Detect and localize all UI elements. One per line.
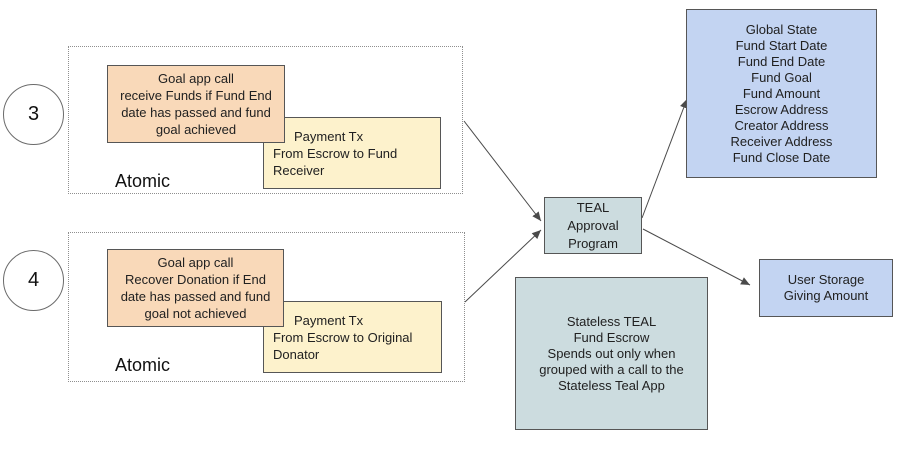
payment-tx-text-3: Payment Tx From Escrow to Fund Receiver xyxy=(273,128,398,178)
atomic-label-3: Atomic xyxy=(115,171,171,191)
step-badge-4-number: 4 xyxy=(27,269,40,291)
stateless-escrow-text: Stateless TEAL Fund Escrow Spends out on… xyxy=(539,313,684,393)
atomic-group-3 xyxy=(68,46,463,194)
step-badge-3: 3 xyxy=(3,84,64,145)
user-storage-text: User Storage Giving Amount xyxy=(783,272,869,303)
user-storage-box: User Storage Giving Amount xyxy=(759,259,893,317)
global-state-text: Global State Fund Start Date Fund End Da… xyxy=(730,21,833,165)
stateless-escrow-box: Stateless TEAL Fund Escrow Spends out on… xyxy=(515,277,708,430)
goal-app-call-text-4: Goal app call Recover Donation if End da… xyxy=(120,255,271,321)
global-state-box: Global State Fund Start Date Fund End Da… xyxy=(686,9,877,178)
payment-tx-box-4: Payment Tx From Escrow to Original Donat… xyxy=(263,301,442,373)
payment-tx-box-3: Payment Tx From Escrow to Fund Receiver xyxy=(263,117,441,189)
atomic-group-4 xyxy=(68,232,465,382)
teal-approval-program-box: TEAL Approval Program xyxy=(544,197,642,254)
goal-app-call-box-4: Goal app call Recover Donation if End da… xyxy=(107,249,284,327)
goal-app-call-text-3: Goal app call receive Funds if Fund End … xyxy=(120,71,272,137)
atomic-label-4: Atomic xyxy=(115,355,171,375)
arrow-group3-to-teal xyxy=(463,120,542,222)
goal-app-call-box-3: Goal app call receive Funds if Fund End … xyxy=(107,65,285,143)
arrow-teal-to-global-state xyxy=(641,98,688,219)
step-badge-3-number: 3 xyxy=(27,103,40,125)
step-badge-4: 4 xyxy=(3,250,64,311)
payment-tx-text-4: Payment Tx From Escrow to Original Donat… xyxy=(273,312,413,362)
teal-approval-program-text: TEAL Approval Program xyxy=(567,199,619,251)
